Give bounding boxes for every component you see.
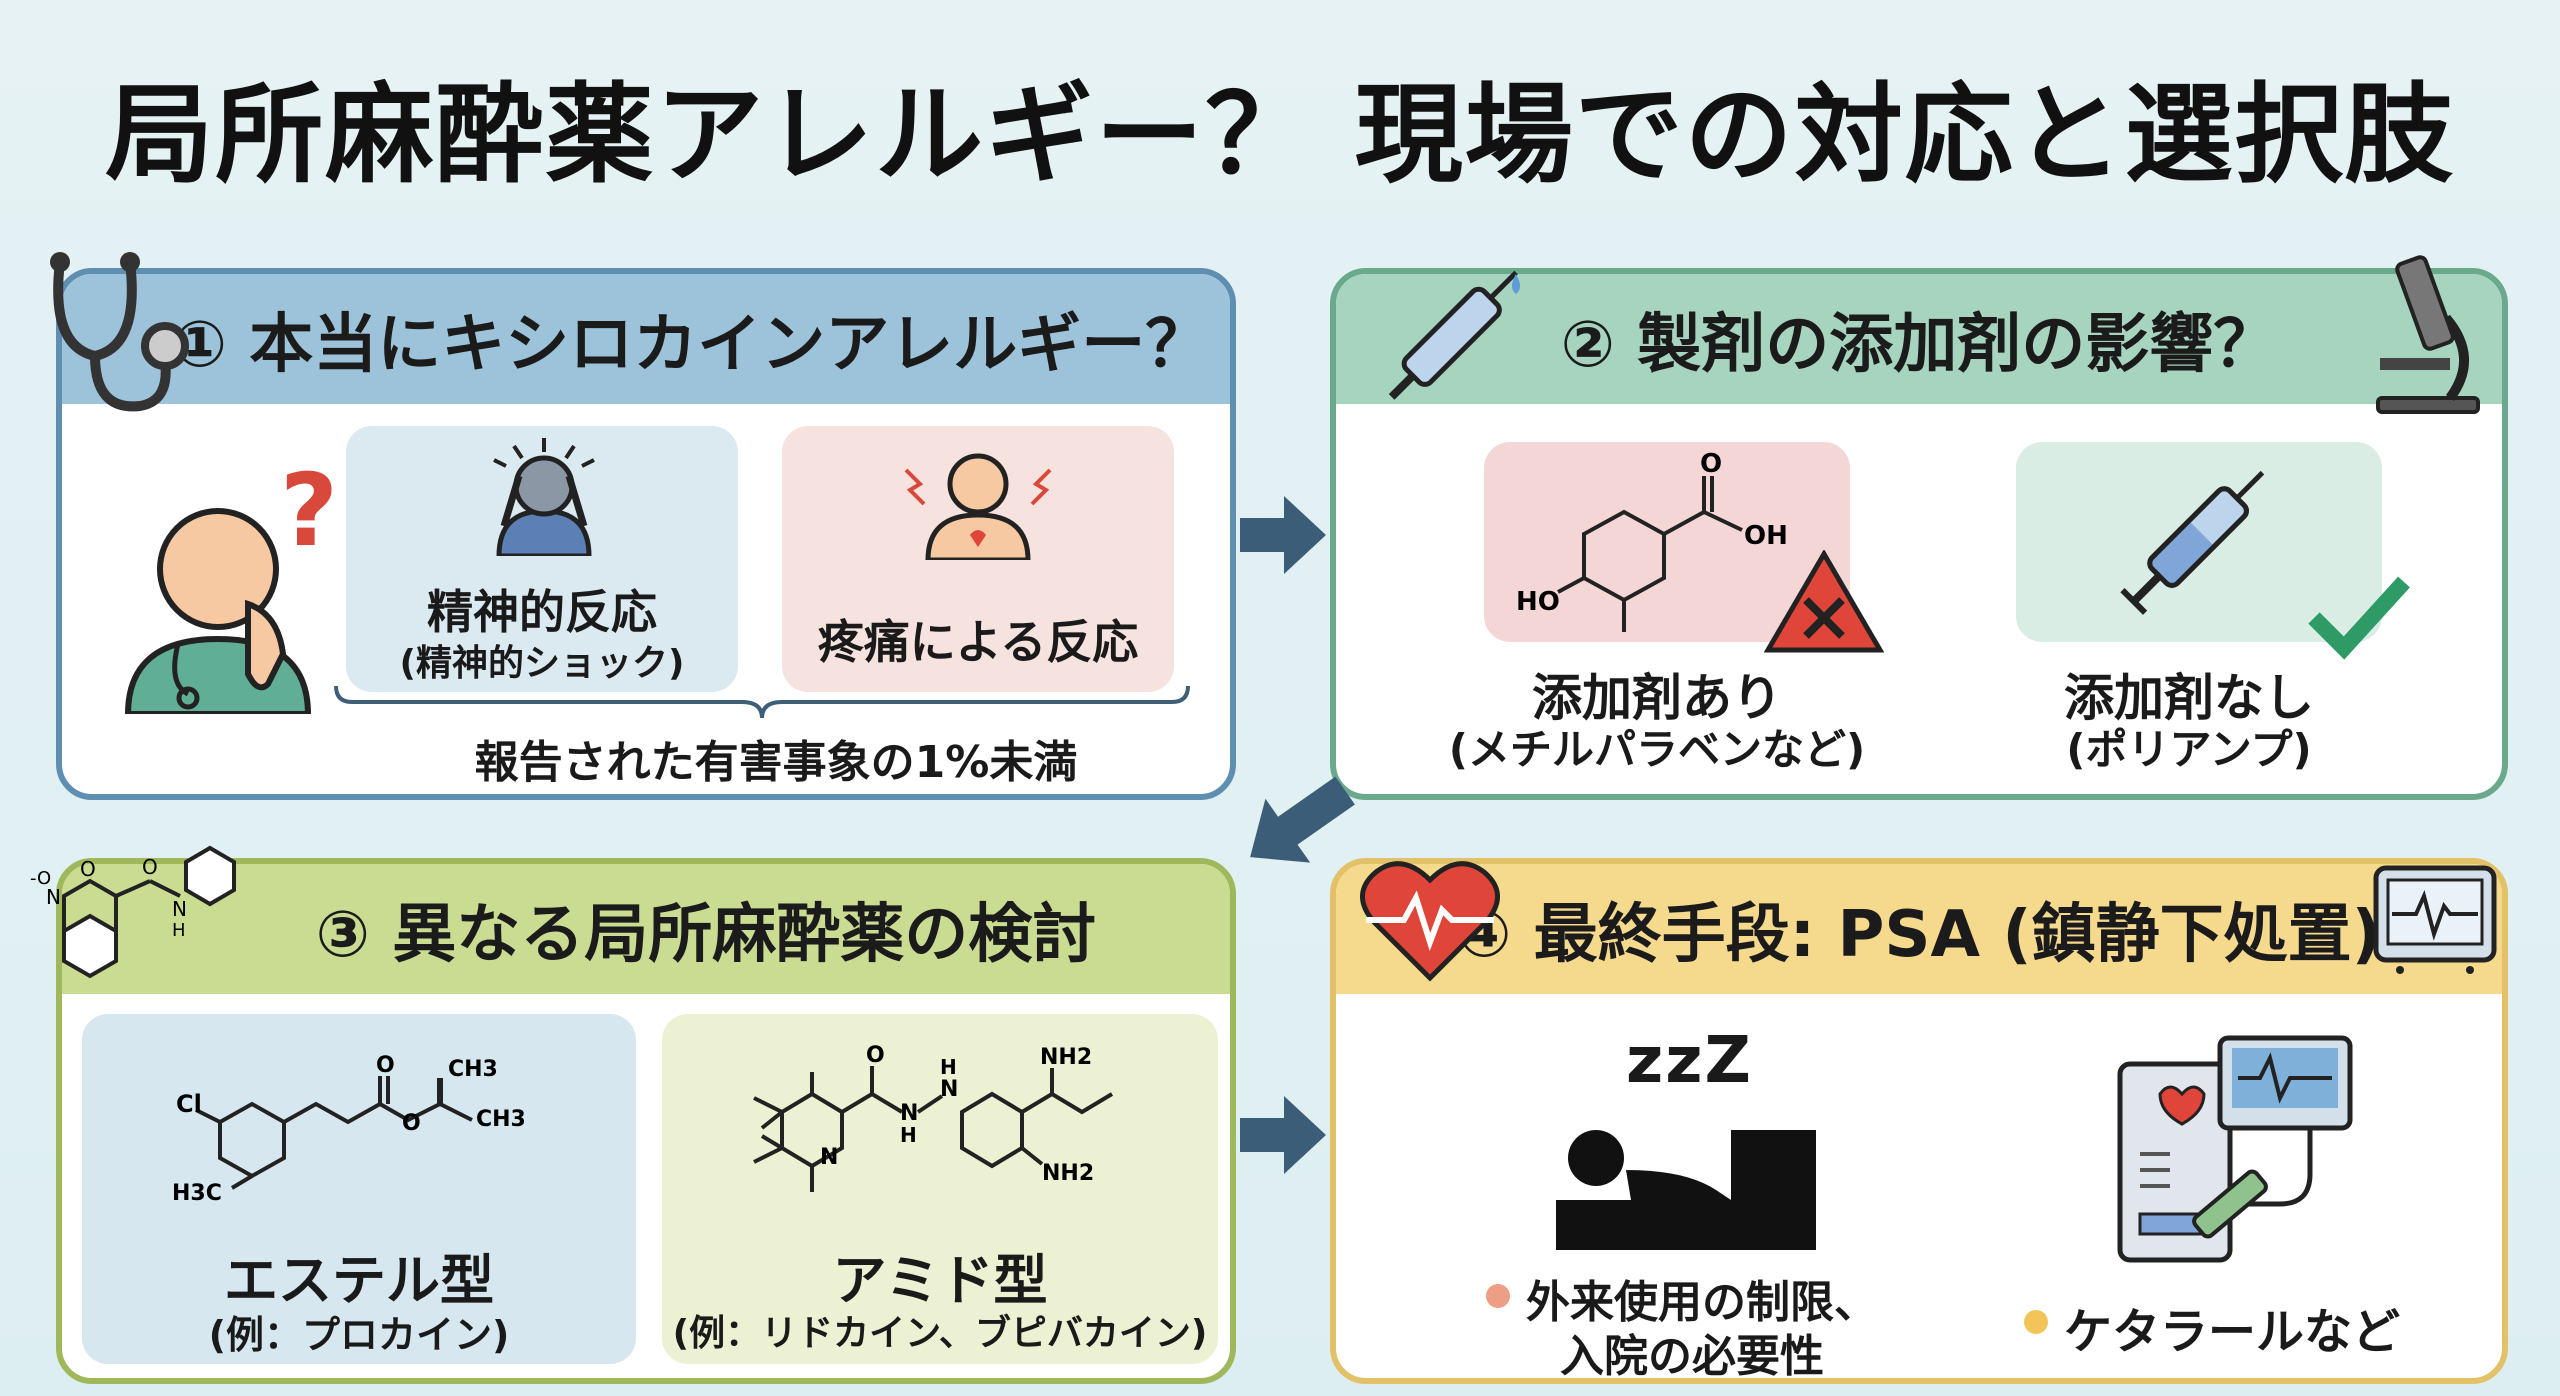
hdr-mol-o1: O [80, 857, 96, 881]
ester-ch3a: CH3 [448, 1057, 498, 1082]
card-pain-reaction: 疼痛による反応 [782, 426, 1174, 692]
item1-line2: 入院の必要性 [1560, 1331, 1824, 1382]
card-without-additive [2016, 442, 2382, 642]
card-with-additive: O OH HO [1484, 442, 1850, 642]
amide-n2: N [940, 1077, 958, 1102]
amide-h2: H [940, 1055, 957, 1079]
mol-ho-label: HO [1516, 587, 1560, 617]
card2-label: 疼痛による反応 [817, 615, 1139, 669]
warning-x-icon [1764, 550, 1884, 654]
amide-n1: N [900, 1101, 918, 1126]
page-title: 局所麻酔薬アレルギー？ 現場での対応と選択肢 [105, 73, 2455, 198]
panel1-heading: ① 本当にキシロカインアレルギー？ [172, 308, 1210, 382]
pain-person-icon [898, 440, 1058, 560]
ester-cl: Cl [176, 1090, 202, 1118]
amide-molecule: O H N N H N NH2 NH2 [742, 1044, 1162, 1204]
panel2-heading: ② 製剤の添加剤の影響？ [1560, 308, 2278, 382]
thinking-person-icon [108, 454, 358, 714]
arrow-right-1 [1240, 490, 1330, 580]
bullet-dot-2 [2024, 1310, 2048, 1334]
card1-sublabel: (精神的ショック) [399, 643, 685, 684]
panel3-heading: ③ 異なる局所麻酔薬の検討 [315, 898, 1097, 972]
hdr-mol-h: H [172, 920, 186, 941]
zzz-text: zzZ [1626, 1024, 1753, 1098]
bullet-dot-1 [1486, 1284, 1510, 1308]
item2-label: ケタラールなど [2064, 1304, 2401, 1360]
ester-o2: O [402, 1111, 421, 1136]
medical-equipment-icon [2110, 1034, 2360, 1264]
panel-alternative-anesthetics: ③ 異なる局所麻酔薬の検討 Cl H3C CH3 CH3 O O エステル型 [56, 858, 1236, 1384]
card-ester: Cl H3C CH3 CH3 O O エステル型 (例：プロカイン) [82, 1014, 636, 1364]
panel-psa: ④ 最終手段: PSA (鎮静下処置) zzZ 外来使用の制限、 入院の必要性 [1330, 858, 2508, 1384]
additive-sublabel: (メチルパラベンなど) [1448, 725, 1866, 774]
sleeping-person-icon [1546, 1110, 1816, 1260]
arrow-right-2 [1240, 1090, 1330, 1180]
ester-label: エステル型 [224, 1249, 494, 1312]
panel1-header: ① 本当にキシロカインアレルギー？ [62, 274, 1230, 404]
card1-label: 精神的反応 [427, 585, 657, 639]
panel-true-allergy: ① 本当にキシロカインアレルギー？ ? 精神的反応 (精神的ショック) [56, 268, 1236, 800]
ampule-syringe-icon [2096, 452, 2296, 632]
ester-example: (例：プロカイン) [208, 1313, 510, 1357]
mol-o-label: O [1700, 452, 1722, 479]
stethoscope-icon [40, 246, 200, 426]
hdr-mol-o2: O [142, 855, 158, 879]
hdr-mol-n: N [46, 885, 61, 909]
mol-oh-label: OH [1744, 521, 1788, 551]
check-icon [2304, 570, 2414, 660]
card-amide: O H N N H N NH2 NH2 アミド型 (例：リドカイン、ブピバカイン… [662, 1014, 1218, 1364]
brace [332, 682, 1192, 722]
monitor-icon [2370, 862, 2500, 982]
heart-pulse-icon [1360, 858, 1500, 988]
question-mark-icon: ? [280, 452, 339, 569]
panel1-note: 報告された有害事象の1%未満 [474, 737, 1078, 788]
panel-additives: ② 製剤の添加剤の影響？ O OH HO 添加剤あり (メチルパラベンなど) [1330, 268, 2508, 800]
stressed-person-icon [474, 436, 614, 556]
no-additive-sublabel: (ポリアンプ) [2066, 725, 2312, 774]
syringe-icon [1366, 254, 1546, 414]
additive-label: 添加剤あり [1532, 669, 1782, 727]
panel4-header: ④ 最終手段: PSA (鎮静下処置) [1336, 864, 2502, 994]
panel3-header: ③ 異なる局所麻酔薬の検討 [62, 864, 1230, 994]
panel4-heading: ④ 最終手段: PSA (鎮静下処置) [1457, 898, 2381, 972]
ester-h3c: H3C [172, 1181, 222, 1204]
ester-ch3b: CH3 [476, 1107, 526, 1132]
amide-o: O [866, 1044, 885, 1068]
amide-nh2b: NH2 [1042, 1161, 1094, 1186]
panel2-header: ② 製剤の添加剤の影響？ [1336, 274, 2502, 404]
hdr-mol-ominus: -O [30, 868, 51, 889]
molecule-icon: O O N N H -O [30, 836, 250, 986]
amide-h1: H [900, 1123, 917, 1147]
no-additive-label: 添加剤なし [2064, 669, 2314, 727]
card-psychological: 精神的反応 (精神的ショック) [346, 426, 738, 692]
amide-n3: N [820, 1145, 838, 1170]
ester-molecule: Cl H3C CH3 CH3 O O [172, 1054, 592, 1204]
amide-nh2a: NH2 [1040, 1045, 1092, 1070]
paraben-molecule: O OH HO [1514, 452, 1814, 642]
amide-label: アミド型 [832, 1249, 1048, 1312]
amide-example: (例：リドカイン、ブピバカイン) [672, 1313, 1208, 1354]
hdr-mol-n2: N [172, 897, 187, 921]
ester-o1: O [376, 1054, 395, 1078]
arrow-down-left [1226, 770, 1366, 880]
microscope-icon [2360, 248, 2490, 418]
item1-line1: 外来使用の制限、 [1526, 1277, 1878, 1328]
